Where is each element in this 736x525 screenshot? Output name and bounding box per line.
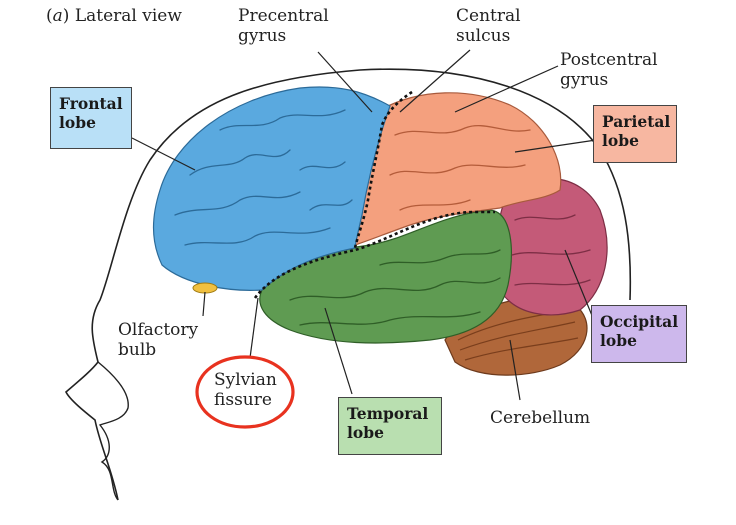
nose-mouth-outline <box>97 361 129 501</box>
box-temporal-lobe: Temporal lobe <box>338 397 442 455</box>
leader-lines <box>131 49 597 401</box>
box-parietal-lobe: Parietal lobe <box>593 105 677 163</box>
label-precentral-gyrus: Precentral gyrus <box>238 6 329 46</box>
gyri-texture <box>174 109 591 326</box>
view-title-text: Lateral view <box>74 6 182 26</box>
label-central-sulcus: Central sulcus <box>456 6 521 46</box>
box-frontal-lobe: Frontal lobe <box>50 87 132 149</box>
sylvian-highlight-circle <box>195 355 295 429</box>
view-title: (a) Lateral view <box>46 6 182 26</box>
label-olfactory-bulb: Olfactory bulb <box>118 320 199 360</box>
panel-letter: a <box>52 6 63 26</box>
sylvian-fissure-line <box>253 210 495 299</box>
label-sylvian-fissure: Sylvian fissure <box>214 370 277 410</box>
olfactory-bulb-shape <box>192 282 218 294</box>
label-cerebellum: Cerebellum <box>490 408 591 428</box>
head-outline <box>65 68 632 501</box>
label-postcentral-gyrus: Postcentral gyrus <box>560 50 658 90</box>
frontal-lobe-region <box>152 86 391 291</box>
box-occipital-lobe: Occipital lobe <box>591 305 687 363</box>
